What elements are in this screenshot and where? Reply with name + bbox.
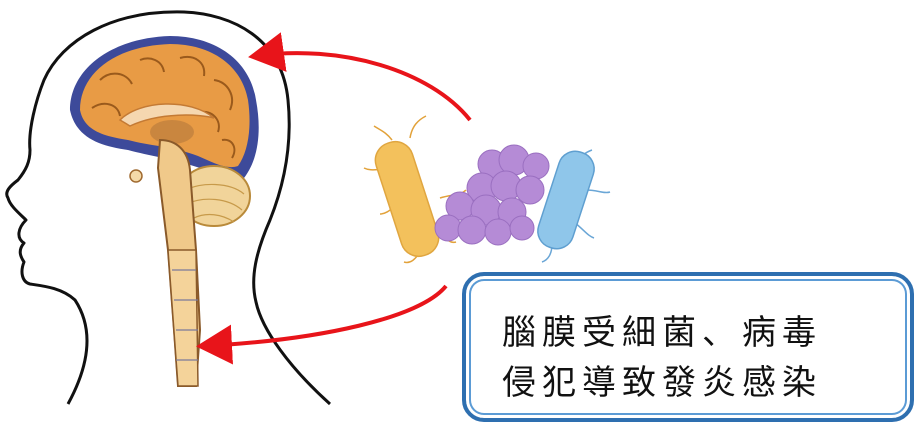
- caption-line-2: 侵犯導致發炎感染: [502, 358, 822, 408]
- caption-box: 腦膜受細菌、病毒 侵犯導致發炎感染: [462, 272, 914, 422]
- caption-text: 腦膜受細菌、病毒 侵犯導致發炎感染: [502, 308, 822, 408]
- arrow-to-spinal-cord: [204, 286, 446, 346]
- caption-line-1: 腦膜受細菌、病毒: [502, 308, 822, 358]
- virus-cluster: [435, 145, 549, 245]
- bacteria-cluster: [364, 116, 610, 262]
- thalamus: [150, 120, 194, 144]
- pituitary: [130, 170, 142, 182]
